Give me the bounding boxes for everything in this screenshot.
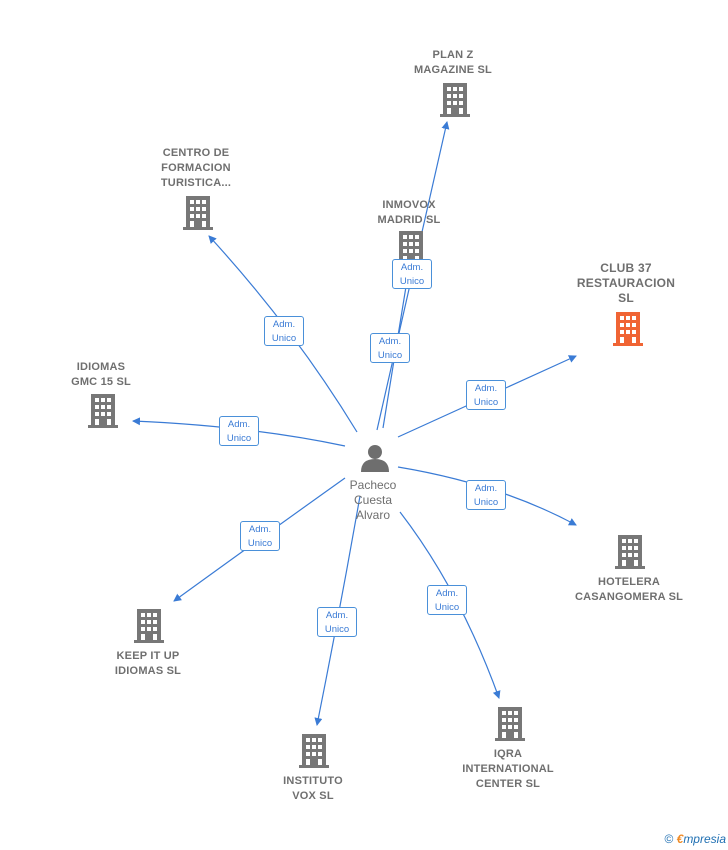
edge-label-idiomas: Adm. Unico bbox=[219, 416, 259, 446]
building-icon-keep[interactable] bbox=[134, 609, 164, 643]
building-icon-centro[interactable] bbox=[183, 196, 213, 230]
edge-label-club37: Adm. Unico bbox=[466, 380, 506, 410]
company-label-idiomas[interactable]: IDIOMAS GMC 15 SL bbox=[71, 361, 131, 388]
edge-label-iqra: Adm. Unico bbox=[427, 585, 467, 615]
building-icon-iqra[interactable] bbox=[495, 707, 525, 741]
building-icon-hotelera[interactable] bbox=[615, 535, 645, 569]
edge-label-instituto: Adm. Unico bbox=[317, 607, 357, 637]
company-label-plan-z[interactable]: PLAN Z MAGAZINE SL bbox=[414, 49, 492, 76]
company-label-hotelera[interactable]: HOTELERA CASANGOMERA SL bbox=[574, 576, 684, 603]
company-label-instituto[interactable]: INSTITUTO VOX SL bbox=[283, 775, 343, 802]
company-label-iqra[interactable]: IQRA INTERNATIONAL CENTER SL bbox=[462, 748, 554, 790]
building-icon-idiomas[interactable] bbox=[88, 394, 118, 428]
copyright-icon: © bbox=[664, 832, 674, 846]
company-label-inmovox[interactable]: INMOVOX MADRID SL bbox=[377, 199, 441, 226]
building-icon-club37[interactable] bbox=[613, 312, 643, 346]
edge-label-plan-z: Adm. Unico bbox=[392, 259, 432, 289]
center-person-name: Pacheco Cuesta Alvaro bbox=[349, 478, 397, 522]
brand-logo-letter: € bbox=[676, 832, 684, 846]
building-icon-instituto[interactable] bbox=[299, 734, 329, 768]
company-label-keep[interactable]: KEEP IT UP IDIOMAS SL bbox=[114, 650, 182, 677]
edge-label-hotelera: Adm. Unico bbox=[466, 480, 506, 510]
edge-label-keep: Adm. Unico bbox=[240, 521, 280, 551]
brand-footer: © €mpresia bbox=[664, 832, 726, 846]
brand-logo-text: mpresia bbox=[683, 832, 726, 846]
company-label-centro[interactable]: CENTRO DE FORMACION TURISTICA... bbox=[160, 147, 232, 189]
company-label-club37[interactable]: CLUB 37 RESTAURACION SL bbox=[576, 261, 676, 305]
edge-label-centro: Adm. Unico bbox=[264, 316, 304, 346]
building-icon-plan-z[interactable] bbox=[440, 83, 470, 117]
person-icon bbox=[361, 445, 389, 472]
edge-label-inmovox: Adm. Unico bbox=[370, 333, 410, 363]
